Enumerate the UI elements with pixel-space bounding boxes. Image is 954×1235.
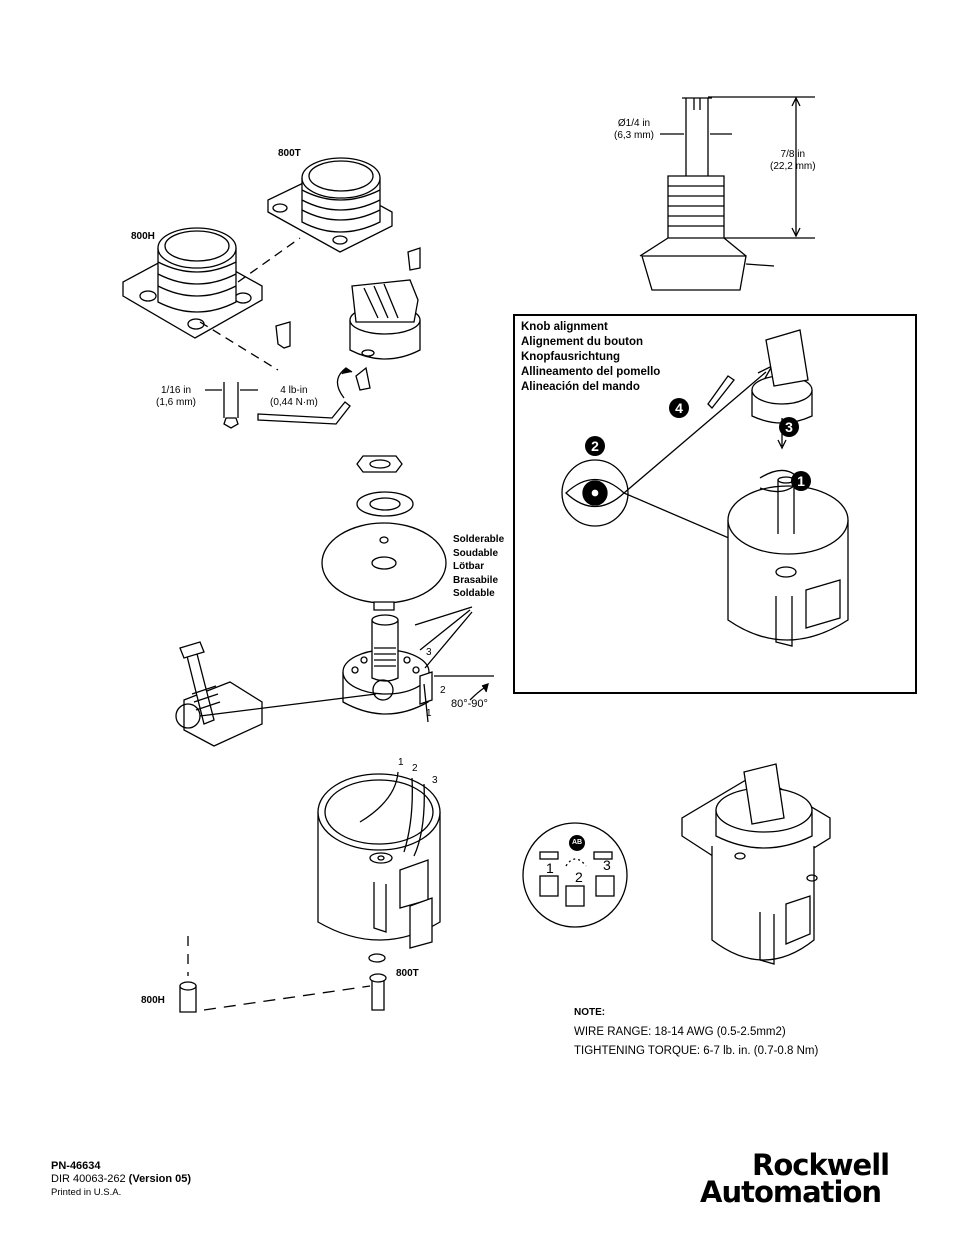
torque-label: 4 lb-in (0,44 N·m) (270, 385, 318, 408)
step-3-badge: 3 (779, 417, 799, 437)
knob-alignment-titles: Knob alignment Alignement du bouton Knop… (521, 321, 661, 393)
rockwell-automation-logo: Rockwell Automation (700, 1148, 890, 1209)
terminal-number-3: 3 (426, 647, 432, 658)
note-wire-range: WIRE RANGE: 18-14 AWG (0.5-2.5mm2) (574, 1026, 786, 1038)
step-4-badge: 4 (669, 398, 689, 418)
angle-label: 80°-90° (451, 698, 488, 710)
shaft-diameter-label: Ø1/4 in (6,3 mm) (614, 118, 654, 141)
wire-number-2: 2 (412, 763, 418, 774)
wire-number-1: 1 (398, 757, 404, 768)
800t-bezel-drawing (267, 157, 393, 253)
terminal-number-2: 2 (440, 685, 446, 696)
housing-drawing (317, 771, 441, 949)
dir-version: (Version 05) (128, 1173, 192, 1185)
ab-badge: AB (569, 835, 586, 851)
terminal-diagram-3: 3 (603, 857, 611, 873)
terminal-number-1: 1 (426, 708, 432, 719)
label-800h-bottom: 800H (141, 995, 165, 1006)
shaft-hex-label: 1/16 in (1,6 mm) (156, 385, 196, 408)
label-800t-bottom: 800T (396, 968, 419, 979)
label-800h-top: 800H (131, 231, 155, 242)
printed-in: Printed in U.S.A. (51, 1187, 122, 1198)
knob-alignment-box: Knob alignment Alignement du bouton Knop… (513, 314, 917, 694)
note-tightening-torque: TIGHTENING TORQUE: 6-7 lb. in. (0.7-0.8 … (574, 1045, 819, 1057)
terminal-diagram-1: 1 (546, 860, 554, 876)
knob-drawing (349, 279, 421, 360)
dir-line: DIR 40063-262 (Version 05) (51, 1173, 191, 1186)
part-number: PN-46634 (51, 1160, 101, 1172)
wiring-note: NOTE: WIRE RANGE: 18-14 AWG (0.5-2.5mm2)… (574, 1007, 818, 1061)
alignment-drawing (561, 329, 849, 647)
shaft-length-label: 7/8 in (22,2 mm) (770, 149, 816, 172)
step-2-badge: 2 (585, 436, 605, 456)
potentiometer-drawing (342, 614, 433, 715)
dir-number: DIR 40063-262 (51, 1173, 129, 1185)
800h-bezel-drawing (122, 227, 263, 339)
final-assembly-drawing (681, 763, 831, 965)
label-800t-top: 800T (278, 148, 301, 159)
note-heading: NOTE: (574, 1007, 606, 1018)
step-1-badge: 1 (791, 471, 811, 491)
terminal-diagram-2: 2 (575, 869, 583, 885)
wire-number-3: 3 (432, 775, 438, 786)
solderable-labels: Solderable Soudable Lötbar Brasabile Sol… (453, 534, 505, 599)
footer: PN-46634 DIR 40063-262 (Version 05) Prin… (51, 1160, 191, 1199)
terminal-diagram-circle (522, 822, 628, 928)
